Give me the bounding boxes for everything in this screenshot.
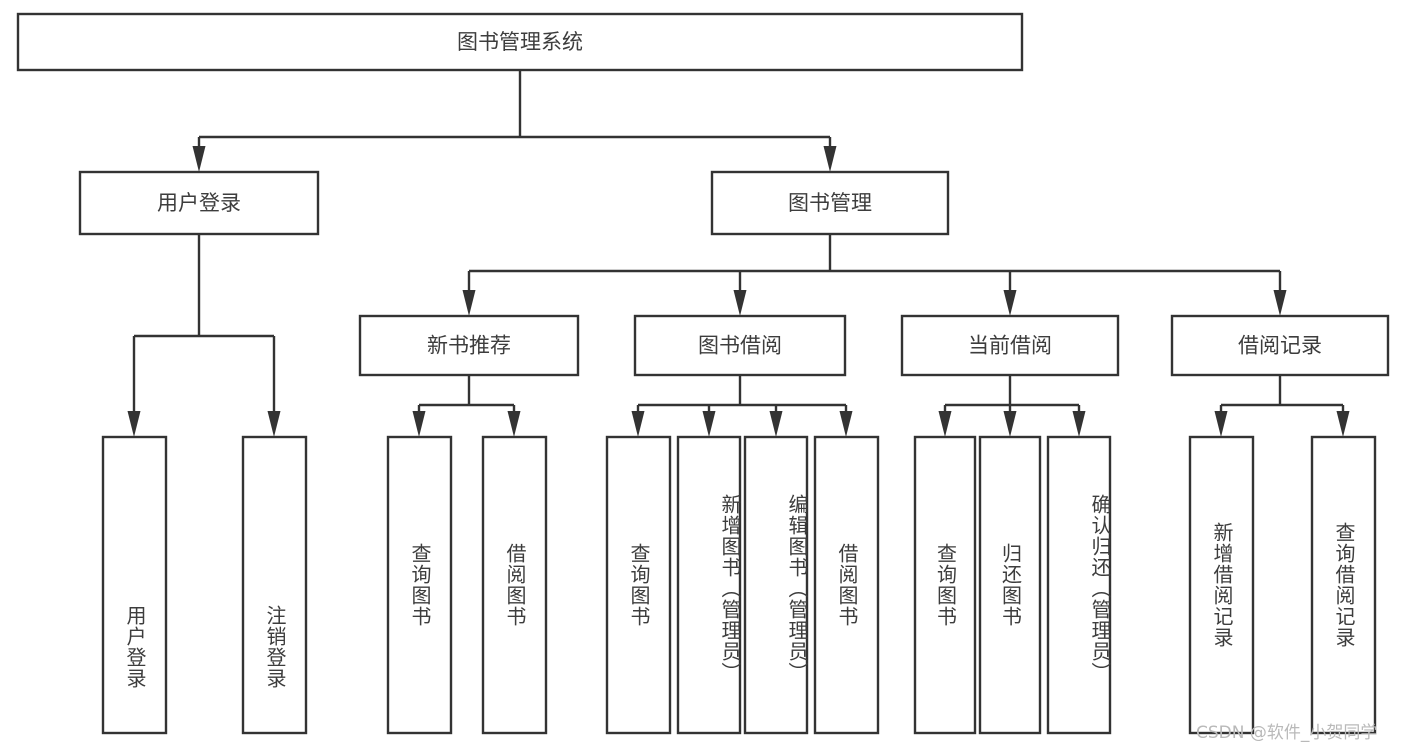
connector-group-2-arrow-2-head [769, 411, 783, 437]
node-label-level3-2: 当前借阅 [968, 334, 1052, 358]
connector-group-2-arrow-3-head [839, 411, 853, 437]
connector-group-0-arrow-1-head [267, 411, 281, 437]
node-box-root [16, 12, 1024, 72]
connector-group-2-arrow-0-head [631, 411, 645, 437]
node-label-level3-3: 借阅记录 [1238, 334, 1322, 358]
connector-group-3-arrow-2-head [1072, 411, 1086, 437]
node-label-level3-1: 图书借阅 [698, 334, 782, 358]
connector-group-4-arrow-0-head [1214, 411, 1228, 437]
leaf-box-3 [481, 435, 548, 735]
leaf-box-1 [241, 435, 308, 735]
node-box-level3-0 [358, 314, 580, 377]
node-label-level2-1: 图书管理 [788, 191, 872, 215]
leaf-box-5 [676, 435, 742, 735]
leaf-box-11 [1188, 435, 1255, 735]
connector-group-1-arrow-1-head [507, 411, 521, 437]
leaf-box-10 [1046, 435, 1112, 735]
leaf-box-0 [101, 435, 168, 735]
leaf-box-7 [813, 435, 880, 735]
leaf-box-8 [913, 435, 977, 735]
connector-manage-arrow-3-head [1273, 290, 1287, 316]
node-box-level3-2 [900, 314, 1120, 377]
connector-manage-arrow-1-head [733, 290, 747, 316]
connector-group-1-arrow-0-head [412, 411, 426, 437]
connector-root-arrow-1-head [823, 146, 837, 172]
leaf-box-12 [1310, 435, 1377, 735]
connector-group-2-arrow-1-head [702, 411, 716, 437]
connector-manage-arrow-0-head [462, 290, 476, 316]
csdn-watermark: CSDN @软件_小贺同学 [1196, 723, 1378, 743]
node-box-layer [16, 12, 1390, 735]
connector-group-3-arrow-0-head [938, 411, 952, 437]
node-box-level2-1 [710, 170, 950, 236]
connector-group-3-arrow-1-head [1003, 411, 1017, 437]
connector-group-0-arrow-0-head [127, 411, 141, 437]
connector-manage-arrow-2-head [1003, 290, 1017, 316]
connector-group-4-arrow-1-head [1336, 411, 1350, 437]
connector-layer [127, 70, 1350, 437]
node-label-level3-0: 新书推荐 [427, 334, 511, 358]
node-label-level2-0: 用户登录 [157, 191, 241, 215]
leaf-box-2 [386, 435, 453, 735]
leaf-box-4 [605, 435, 672, 735]
node-box-level3-3 [1170, 314, 1390, 377]
node-box-level2-0 [78, 170, 320, 236]
node-box-level3-1 [633, 314, 847, 377]
leaf-box-6 [743, 435, 809, 735]
connector-root-arrow-0-head [192, 146, 206, 172]
leaf-box-9 [978, 435, 1042, 735]
node-label-root: 图书管理系统 [457, 30, 583, 54]
